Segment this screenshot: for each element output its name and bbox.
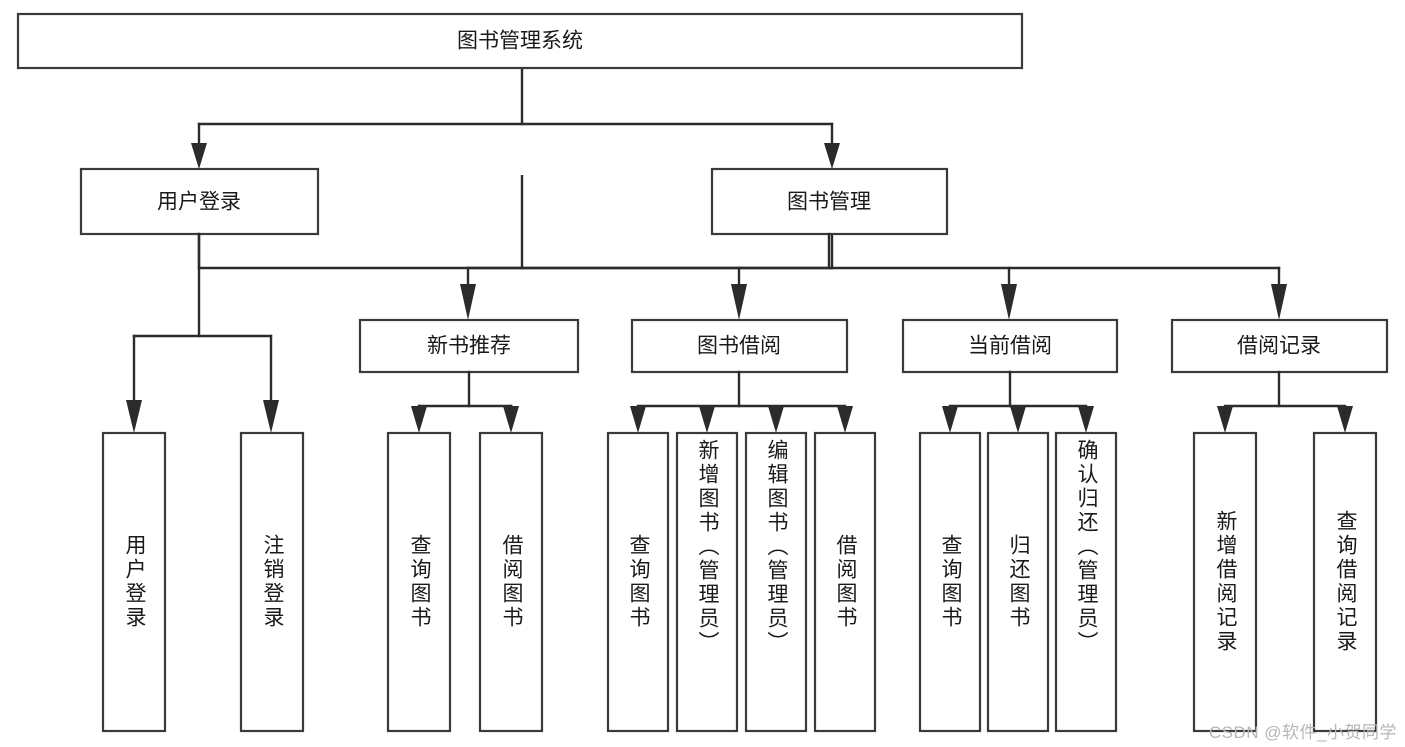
arrowhead-nbr-leaf-1 [411, 406, 427, 433]
node-new-book-recommend[interactable]: 新书推荐 [358, 318, 580, 374]
arrowhead-bb-leaf-4 [837, 406, 853, 433]
arrowhead-bb-leaf-2 [699, 406, 715, 433]
node-book-borrow[interactable]: 图书借阅 [630, 318, 849, 374]
leaf-box-nbr-borrow-book[interactable] [478, 431, 544, 733]
node-user-login[interactable]: 用户登录 [79, 167, 320, 236]
leaf-box-cb-confirm-return[interactable] [1054, 431, 1118, 733]
leaf-box-bb-borrow-book[interactable] [813, 431, 877, 733]
leaf-box-user-login[interactable] [101, 431, 167, 733]
node-borrow-record[interactable]: 借阅记录 [1170, 318, 1389, 374]
wiring-current-borrow-children [942, 370, 1094, 433]
node-new-book-recommend-box[interactable] [358, 318, 580, 374]
watermark-label: CSDN @软件_小贺同学 [1208, 723, 1397, 742]
leaf-boxes [101, 431, 1378, 733]
arrowhead-bb-leaf-1 [630, 406, 646, 433]
node-root[interactable]: 图书管理系统 [16, 12, 1024, 70]
arrowhead-cb-leaf-2 [1010, 406, 1026, 433]
wiring-new-book-recommend-children [411, 370, 519, 433]
level2-wiring [0, 60, 1405, 175]
arrowhead-bb-leaf-3 [768, 406, 784, 433]
arrowhead-book-borrow [731, 284, 747, 320]
arrowhead-borrow-record [1271, 284, 1287, 320]
leaf-box-bb-add-book[interactable] [675, 431, 739, 733]
leaf-box-logout[interactable] [239, 431, 305, 733]
node-book-borrow-box[interactable] [630, 318, 849, 374]
node-current-borrow[interactable]: 当前借阅 [901, 318, 1119, 374]
arrowhead-leaf-logout [263, 400, 279, 433]
node-current-borrow-label: 当前借阅 [968, 335, 1052, 358]
leaf-box-cb-return-book[interactable] [986, 431, 1050, 733]
node-borrow-record-box[interactable] [1170, 318, 1389, 374]
wiring-user-login-children [126, 232, 279, 433]
arrowhead-nbr-leaf-2 [503, 406, 519, 433]
node-book-borrow-label: 图书借阅 [697, 335, 781, 358]
arrowhead-current-borrow [1001, 284, 1017, 320]
node-root-box[interactable] [16, 12, 1024, 70]
arrowhead-leaf-user-login [126, 400, 142, 433]
arrowhead-new-book-recommend [460, 284, 476, 320]
node-new-book-recommend-label: 新书推荐 [427, 335, 511, 358]
arrowhead-br-leaf-2 [1337, 406, 1353, 433]
leaf-box-br-query-record[interactable] [1312, 431, 1378, 733]
arrowhead-br-leaf-1 [1217, 406, 1233, 433]
leaf-box-nbr-query-book[interactable] [386, 431, 452, 733]
wiring-borrow-record-children [1217, 370, 1353, 433]
node-book-manage-label: 图书管理 [787, 191, 871, 214]
node-user-login-label: 用户登录 [157, 191, 241, 214]
node-book-manage[interactable]: 图书管理 [710, 167, 949, 236]
wiring-level3 [460, 232, 1287, 320]
leaf-box-cb-query-book[interactable] [918, 431, 982, 733]
arrowhead-user-login [191, 143, 207, 169]
leaf-box-bb-edit-book[interactable] [744, 431, 808, 733]
leaf-box-bb-query-book[interactable] [606, 431, 670, 733]
arrowhead-cb-leaf-1 [942, 406, 958, 433]
node-root-label: 图书管理系统 [457, 30, 583, 53]
node-user-login-box[interactable] [79, 167, 320, 236]
wiring-book-borrow-children [630, 370, 853, 433]
node-borrow-record-label: 借阅记录 [1237, 335, 1321, 358]
leaf-box-br-add-record[interactable] [1192, 431, 1258, 733]
arrowhead-book-manage [824, 143, 840, 169]
arrowhead-cb-leaf-3 [1078, 406, 1094, 433]
